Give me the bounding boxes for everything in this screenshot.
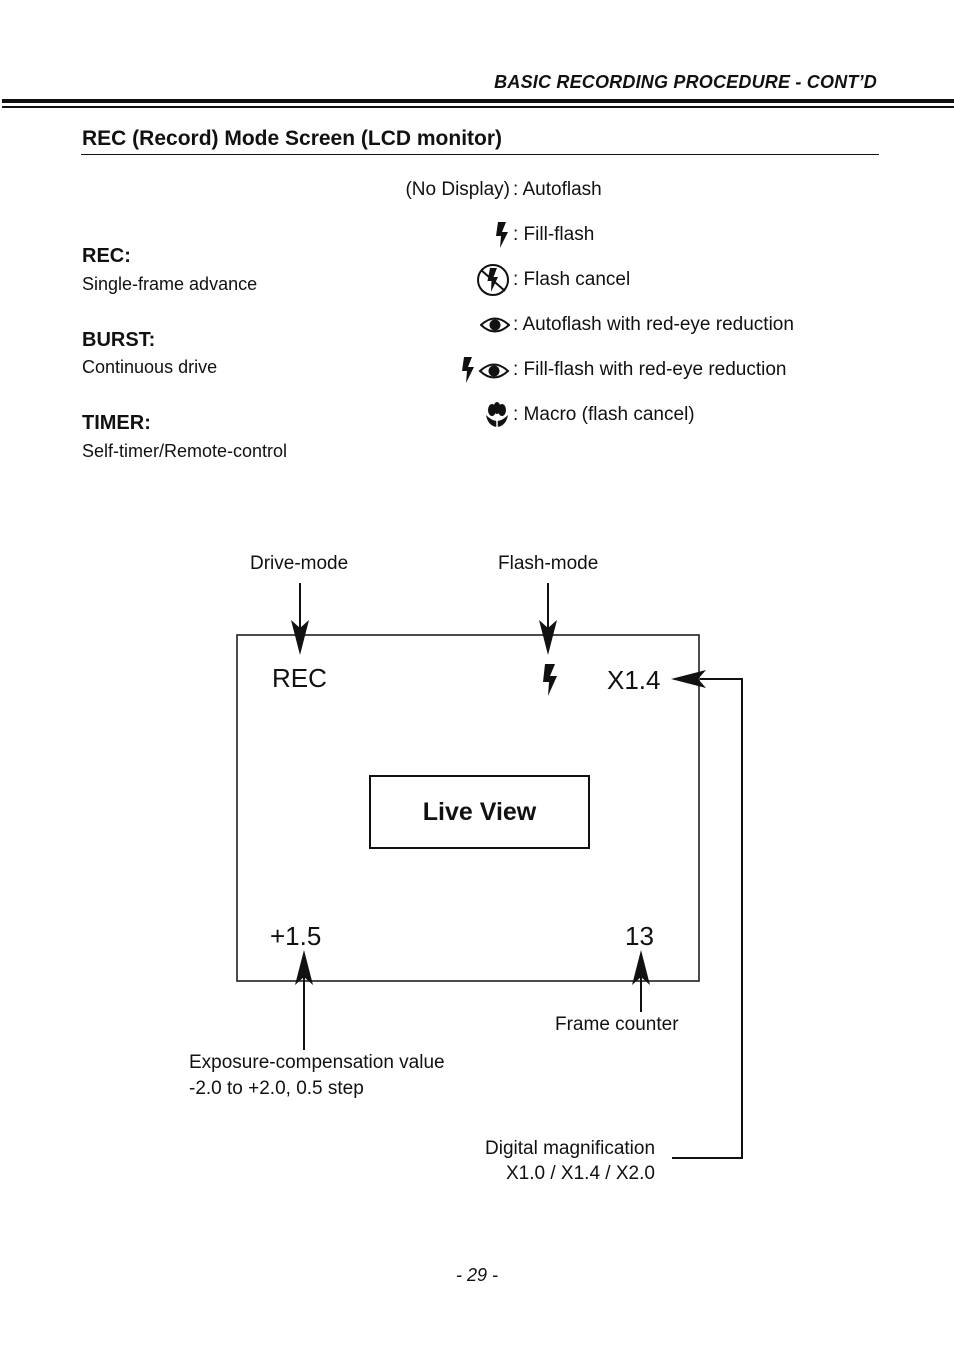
- lcd-frame-count: 13: [625, 921, 654, 951]
- flash-icon: [494, 220, 510, 250]
- flash-mode-arrowhead: [539, 620, 557, 655]
- section-title: REC (Record) Mode Screen (LCD monitor): [82, 127, 503, 150]
- lcd-exposure-value: +1.5: [270, 921, 322, 951]
- lcd-flash-icon: [543, 664, 557, 696]
- exposure-arrowhead: [295, 950, 313, 985]
- flash-mode-row-autoflash: (No Display) : Autoflash: [380, 175, 940, 205]
- frame-counter-arrowhead: [632, 950, 650, 985]
- digital-mag-leader: [672, 678, 743, 1159]
- header-rule-thin: [2, 106, 954, 108]
- drive-mode-timer-heading: TIMER:: [82, 412, 151, 434]
- flash-mode-description: : Autoflash with red-eye reduction: [513, 314, 794, 335]
- exposure-label: Exposure-compensation value: [189, 1052, 445, 1073]
- digital-mag-options-label: X1.0 / X1.4 / X2.0: [506, 1163, 655, 1184]
- flash-mode-row-fill-flash: : Fill-flash: [380, 220, 940, 250]
- drive-mode-timer-description: Self-timer/Remote-control: [82, 441, 288, 461]
- drive-mode-label: Drive-mode: [250, 553, 349, 574]
- drive-mode-rec-description: Single-frame advance: [82, 274, 258, 294]
- flash-mode-row-fill-flash-red-eye: : Fill-flash with red-eye reduction: [380, 355, 940, 385]
- flash-mode-row-flash-cancel: : Flash cancel: [380, 264, 940, 296]
- lcd-zoom-value: X1.4: [607, 665, 661, 695]
- flash-mode-label: Flash-mode: [498, 553, 599, 574]
- digital-mag-label: Digital magnification: [485, 1138, 656, 1159]
- red-eye-icon: [480, 310, 510, 340]
- lcd-screen-frame: [236, 634, 700, 982]
- flash-mode-description: : Macro (flash cancel): [513, 404, 695, 425]
- flash-mode-description: : Fill-flash: [513, 224, 595, 245]
- flash-red-eye-icon: [460, 355, 510, 385]
- macro-icon: [484, 400, 510, 430]
- no-display-label: (No Display): [405, 179, 510, 200]
- flash-mode-description: : Autoflash: [513, 179, 602, 200]
- page-number: - 29 -: [455, 1265, 498, 1285]
- frame-counter-label: Frame counter: [555, 1014, 679, 1035]
- drive-mode-burst-heading: BURST:: [82, 329, 156, 351]
- drive-mode-burst-description: Continuous drive: [82, 357, 218, 377]
- lcd-drive-mode-value: REC: [272, 663, 327, 693]
- section-underline: [81, 154, 879, 155]
- digital-mag-arrowhead: [671, 670, 706, 688]
- live-view-box: Live View: [369, 775, 590, 849]
- flash-mode-row-macro: : Macro (flash cancel): [380, 400, 940, 430]
- drive-mode-rec-heading: REC:: [82, 245, 131, 267]
- running-header: BASIC RECORDING PROCEDURE - CONT’D: [494, 72, 877, 92]
- flash-mode-description: : Fill-flash with red-eye reduction: [513, 359, 787, 380]
- flash-mode-row-red-eye: : Autoflash with red-eye reduction: [380, 310, 940, 340]
- flash-cancel-icon: [476, 264, 510, 296]
- flash-mode-description: : Flash cancel: [513, 269, 631, 290]
- drive-mode-arrowhead: [291, 620, 309, 655]
- exposure-range-label: -2.0 to +2.0, 0.5 step: [189, 1078, 364, 1099]
- header-rule-thick: [2, 99, 954, 103]
